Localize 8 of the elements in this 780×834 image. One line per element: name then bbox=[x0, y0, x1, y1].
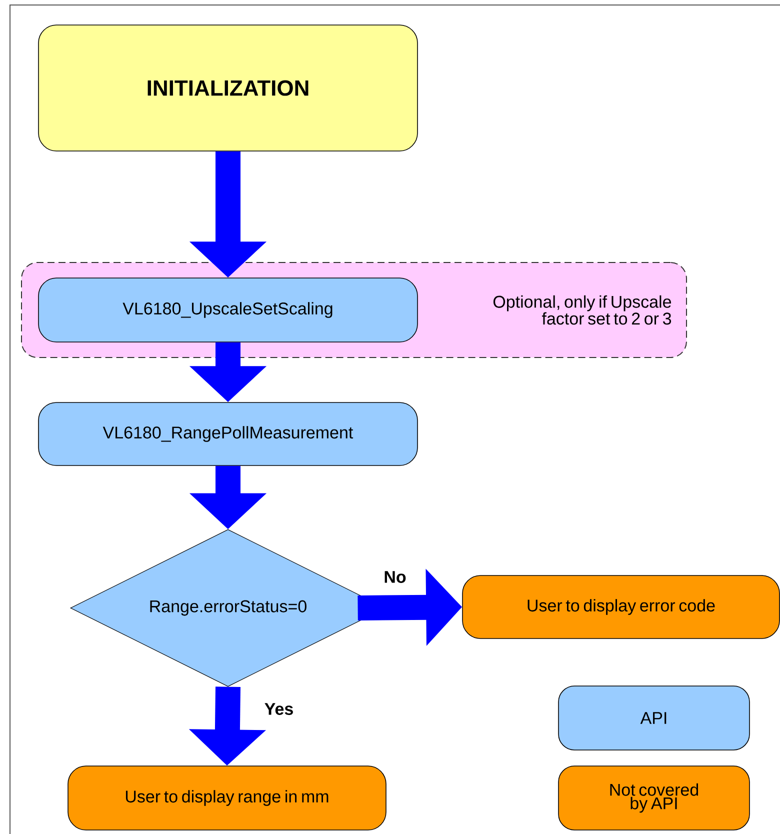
output-box: User to display error code bbox=[462, 575, 780, 639]
edge-label: Yes bbox=[263, 702, 295, 716]
legend-box: Not covered by API bbox=[558, 766, 750, 830]
legend-box: API bbox=[558, 686, 750, 750]
output-box: User to display range in mm bbox=[68, 766, 386, 830]
process-box: VL6180_UpscaleSetScaling bbox=[38, 278, 418, 342]
process-box: VL6180_RangePollMeasurement bbox=[38, 402, 418, 466]
start-box: INITIALIZATION bbox=[38, 24, 418, 152]
